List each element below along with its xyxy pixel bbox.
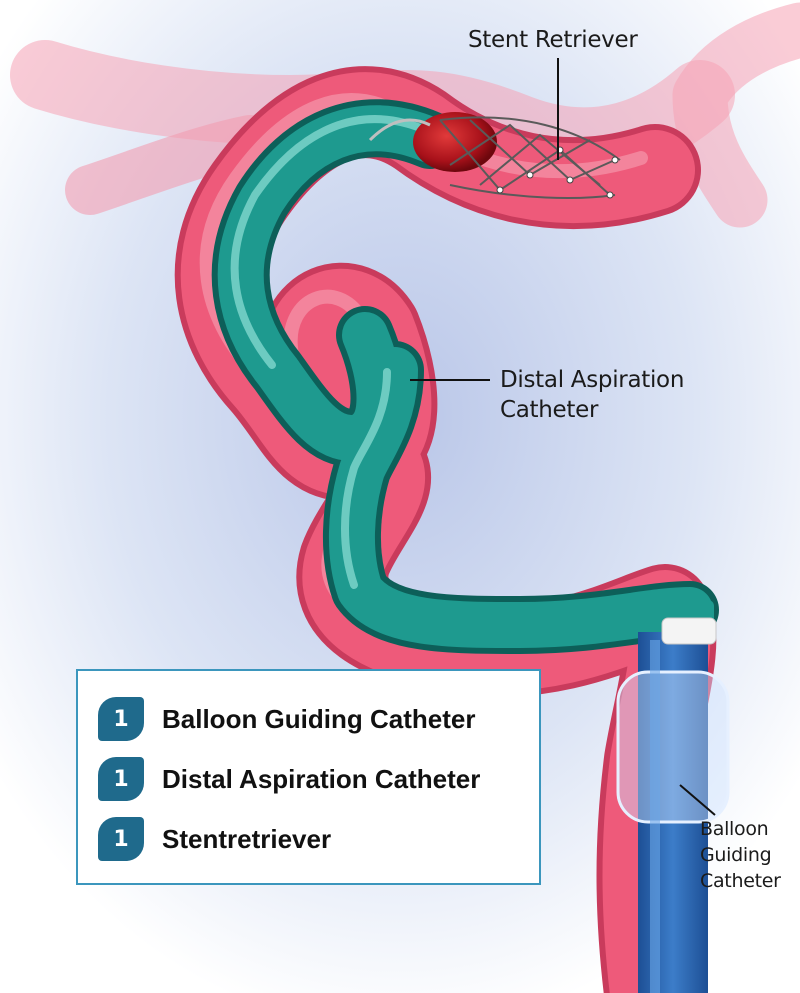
legend-item-stentretriever: 1 Stentretriever xyxy=(98,817,331,861)
balloon-guiding-catheter xyxy=(616,600,730,993)
callout-bgc-line2: Guiding xyxy=(700,844,772,866)
callout-dac-line2: Catheter xyxy=(500,397,599,423)
balloon xyxy=(616,670,730,824)
legend-item-balloon-guiding-catheter: 1 Balloon Guiding Catheter xyxy=(98,697,475,741)
legend-label: Distal Aspiration Catheter xyxy=(162,763,481,794)
clot xyxy=(413,112,497,172)
legend-box: 1 Balloon Guiding Catheter 1 Distal Aspi… xyxy=(76,669,541,885)
leader-lines xyxy=(410,58,716,816)
legend-badge: 1 xyxy=(98,817,144,861)
stent-retriever-device xyxy=(368,112,621,199)
callout-distal-aspiration-catheter: Distal Aspiration Catheter xyxy=(500,365,684,425)
legend-label: Balloon Guiding Catheter xyxy=(162,703,476,734)
legend-badge: 1 xyxy=(98,757,144,801)
callout-bgc-line1: Balloon xyxy=(700,818,769,840)
legend-label: Stentretriever xyxy=(162,823,332,854)
callout-balloon-guiding-catheter: Balloon Guiding Catheter xyxy=(700,816,781,894)
legend-badge: 1 xyxy=(98,697,144,741)
leader-bgc xyxy=(679,784,716,816)
distal-aspiration-catheter xyxy=(211,99,719,654)
callout-stent-retriever-text: Stent Retriever xyxy=(468,27,638,53)
callout-dac-line1: Distal Aspiration xyxy=(500,367,685,393)
callout-bgc-line3: Catheter xyxy=(700,870,781,892)
legend-item-distal-aspiration-catheter: 1 Distal Aspiration Catheter xyxy=(98,757,480,801)
callout-stent-retriever: Stent Retriever xyxy=(468,25,638,55)
